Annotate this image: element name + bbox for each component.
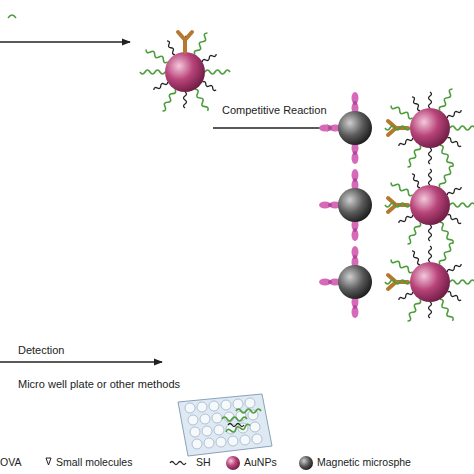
legend-text: Magnetic microsphe xyxy=(317,456,411,468)
antibody-aunp xyxy=(140,32,230,112)
step-label: Competitive Reaction xyxy=(222,104,327,116)
process-arrow xyxy=(213,127,335,128)
legend-text: OVA xyxy=(0,456,21,468)
immune-complex xyxy=(319,242,474,322)
legend-samples xyxy=(46,456,313,470)
process-arrow xyxy=(0,41,130,42)
immune-complex xyxy=(319,165,474,245)
step-label: Detection xyxy=(18,344,64,356)
method-note: Micro well plate or other methods xyxy=(18,378,180,390)
legend-text: SH xyxy=(196,456,211,468)
legend-text: Small molecules xyxy=(56,456,132,468)
immune-complex xyxy=(319,88,474,168)
legend-text: AuNPs xyxy=(244,456,277,468)
process-arrow xyxy=(0,361,162,362)
microwell-plate xyxy=(178,394,272,456)
chain-fragment xyxy=(8,15,16,18)
